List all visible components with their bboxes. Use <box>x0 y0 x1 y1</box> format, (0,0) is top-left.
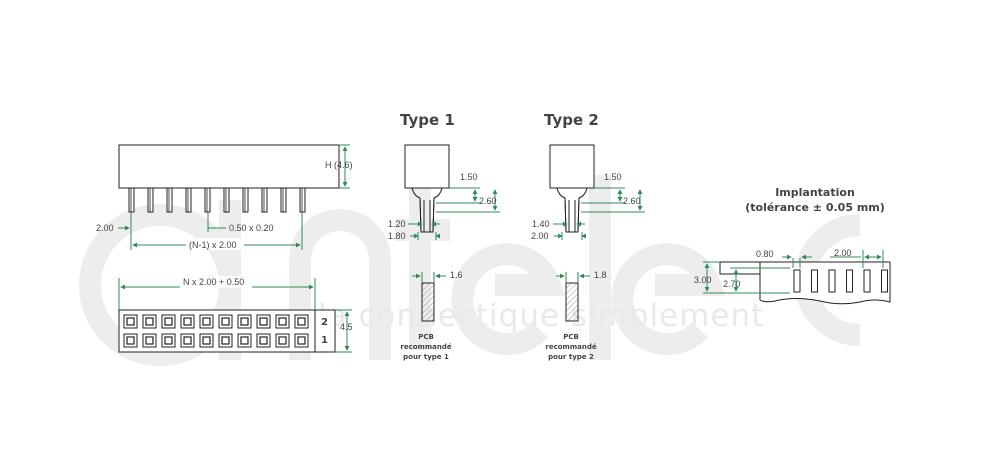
type1-view: Type 1 1.50 2.60 1.20 1.80 1.6 PCB recom… <box>388 111 500 361</box>
type1-pcb-note-3: pour type 1 <box>403 353 449 361</box>
pin <box>166 187 173 213</box>
implantation-slot <box>811 269 818 293</box>
implantation-tolerance: (tolérance ± 0.05 mm) <box>745 201 885 214</box>
implantation-slot <box>881 269 888 293</box>
pin <box>147 187 154 213</box>
pin <box>280 187 287 213</box>
pin <box>261 187 268 213</box>
type1-dim-b: 2.60 <box>479 196 497 206</box>
slot-pitch-dimension: 2.00 <box>834 248 852 258</box>
type2-pcb-note-2: recommandé <box>545 343 596 351</box>
pin <box>223 187 230 213</box>
contact-hole <box>221 336 230 345</box>
contact-hole <box>259 336 268 345</box>
top-view: N x 2.00 + 0.50 2 1 4.5 <box>118 276 353 353</box>
contact-hole <box>145 336 154 345</box>
type2-view: Type 2 1.50 2.60 1.40 2.00 1.8 PCB recom… <box>531 111 645 361</box>
pin <box>242 187 249 213</box>
type1-pcb-hole: 1.6 <box>450 270 463 280</box>
type1-dim-d: 1.80 <box>388 231 406 241</box>
implantation-view: Implantation (tolérance ± 0.05 mm) 0.80 … <box>694 186 891 305</box>
contact-hole <box>278 336 287 345</box>
contact-grid <box>123 314 309 348</box>
contact-hole <box>202 317 211 326</box>
type1-dim-c: 1.20 <box>388 219 406 229</box>
height-dimension: H (4.6) <box>325 160 353 170</box>
contact-hole <box>126 336 135 345</box>
contact-hole <box>164 317 173 326</box>
pin-row <box>128 187 306 213</box>
contact-hole <box>297 317 306 326</box>
contact-hole <box>183 336 192 345</box>
contact-hole <box>240 336 249 345</box>
contact-hole <box>183 317 192 326</box>
pin <box>204 187 211 213</box>
contact-hole <box>164 336 173 345</box>
type2-dim-d: 2.00 <box>531 231 549 241</box>
length-dimension: N x 2.00 + 0.50 <box>183 277 244 287</box>
outer-dimension: 3.00 <box>694 275 712 285</box>
implantation-title: Implantation <box>775 186 855 199</box>
top-height-dimension: 4.5 <box>340 322 353 332</box>
contact-hole <box>202 336 211 345</box>
watermark-tagline: la connectique simplement <box>318 298 764 334</box>
contact-hole <box>259 317 268 326</box>
slot-row <box>793 269 888 293</box>
pin-size-dimension: 0.50 x 0.20 <box>229 223 274 233</box>
inner-dimension: 2.70 <box>723 279 741 289</box>
pitch-dimension: 2.00 <box>96 223 114 233</box>
header-body <box>118 144 340 189</box>
type2-dim-c: 1.40 <box>532 219 550 229</box>
contact-hole <box>297 336 306 345</box>
contact-hole <box>126 317 135 326</box>
type1-pcb-note-2: recommandé <box>400 343 451 351</box>
slot-width-dimension: 0.80 <box>756 249 774 259</box>
type2-pcb-hole: 1.8 <box>594 270 607 280</box>
contact-hole <box>278 317 287 326</box>
type2-title: Type 2 <box>544 111 599 129</box>
pin <box>128 187 135 213</box>
implantation-slot <box>863 269 871 293</box>
type2-pcb-note-3: pour type 2 <box>548 353 594 361</box>
row-label-2: 2 <box>321 317 328 328</box>
contact-hole <box>221 317 230 326</box>
pin <box>299 187 306 213</box>
type1-dim-a: 1.50 <box>460 172 478 182</box>
front-view: H (4.6) 2.00 0.50 x 0.20 (N-1) x 2.00 <box>96 144 353 250</box>
type2-dim-b: 2.60 <box>623 196 641 206</box>
type1-pcb-note-1: PCB <box>418 333 434 341</box>
contact-hole <box>145 317 154 326</box>
contact-hole <box>240 317 249 326</box>
row-label-1: 1 <box>321 335 328 346</box>
type2-pcb-note-1: PCB <box>563 333 579 341</box>
type2-dim-a: 1.50 <box>604 172 622 182</box>
implantation-slot <box>846 269 853 293</box>
type1-title: Type 1 <box>400 111 455 129</box>
implantation-slot <box>793 269 801 293</box>
implantation-slot <box>828 269 836 293</box>
pin <box>185 187 192 213</box>
span-dimension: (N-1) x 2.00 <box>189 240 237 250</box>
